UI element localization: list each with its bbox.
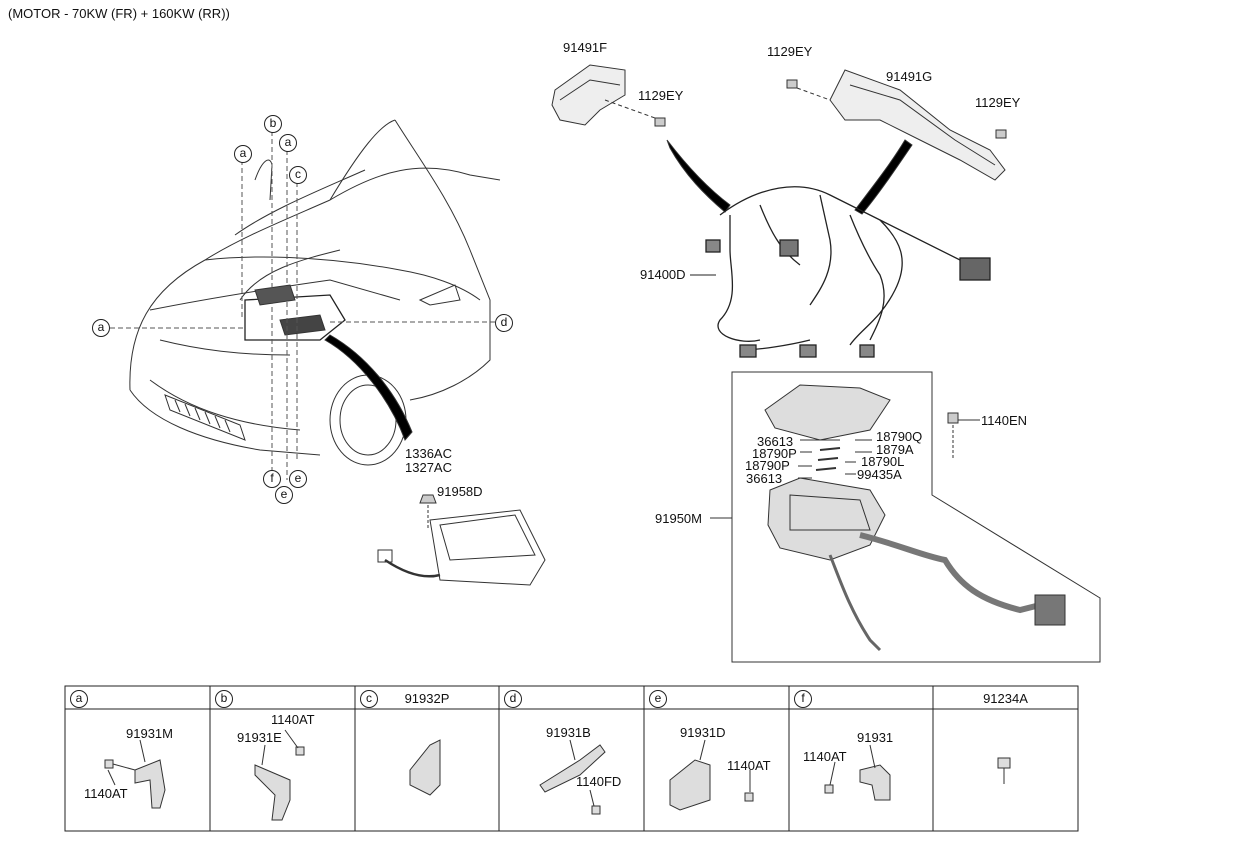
- table-header-a: a: [70, 690, 88, 708]
- cell-f-part: 91931: [857, 730, 894, 745]
- callout-f: f: [263, 470, 281, 488]
- label-91491F: 91491F: [563, 40, 608, 55]
- label-18790P-2: 18790P: [745, 458, 790, 473]
- label-36613-1: 36613: [757, 434, 794, 449]
- label-91491G: 91491G: [886, 69, 933, 84]
- label-91400D: 91400D: [640, 267, 686, 282]
- label-1129EY-1: 1129EY: [638, 88, 684, 103]
- label-18790Q: 18790Q: [876, 429, 923, 444]
- cell-e-bolt: 1140AT: [727, 758, 771, 773]
- label-91950M: 91950M: [655, 511, 702, 526]
- callout-a-second: a: [279, 134, 297, 152]
- table-header-c: c: [360, 690, 378, 708]
- table-header-b: b: [215, 690, 233, 708]
- callout-a-left: a: [92, 319, 110, 337]
- label-36613-2: 36613: [746, 471, 783, 486]
- cell-d-part: 91931B: [546, 725, 591, 740]
- label-1129EY-3: 1129EY: [975, 95, 1021, 110]
- diagram-header: (MOTOR - 70KW (FR) + 160KW (RR)): [8, 6, 230, 21]
- cell-b-bolt: 1140AT: [271, 712, 315, 727]
- callout-e-bottom: e: [275, 486, 293, 504]
- label-1140EN: 1140EN: [981, 413, 1028, 428]
- callout-c: c: [289, 166, 307, 184]
- table-header-f: f: [794, 690, 812, 708]
- callout-e-right: e: [289, 470, 307, 488]
- label-1336AC: 1336AC: [405, 446, 452, 461]
- cell-a-bolt: 1140AT: [84, 786, 128, 801]
- table-header-c-part: 91932P: [404, 691, 450, 706]
- cell-b-part: 91931E: [237, 730, 282, 745]
- label-1879A: 1879A: [876, 442, 914, 457]
- cell-f-bolt: 1140AT: [803, 749, 847, 764]
- cell-d-bolt: 1140FD: [576, 774, 622, 789]
- table-header-d: d: [504, 690, 522, 708]
- parts-table: [64, 685, 1079, 832]
- table-header-e: e: [649, 690, 667, 708]
- cell-a-part: 91931M: [126, 726, 173, 741]
- car-outline: [129, 119, 396, 391]
- table-header-91234A: 91234A: [983, 691, 1028, 706]
- label-1327AC: 1327AC: [405, 460, 452, 475]
- label-91958D: 91958D: [437, 484, 483, 499]
- inset-box: [731, 371, 1101, 663]
- cell-e-part: 91931D: [680, 725, 726, 740]
- callout-a-top: a: [234, 145, 252, 163]
- callout-d: d: [495, 314, 513, 332]
- callout-b: b: [264, 115, 282, 133]
- label-18790L: 18790L: [861, 454, 905, 469]
- label-1129EY-2: 1129EY: [767, 44, 813, 59]
- label-18790P-1: 18790P: [752, 446, 797, 461]
- label-99435A: 99435A: [857, 467, 902, 482]
